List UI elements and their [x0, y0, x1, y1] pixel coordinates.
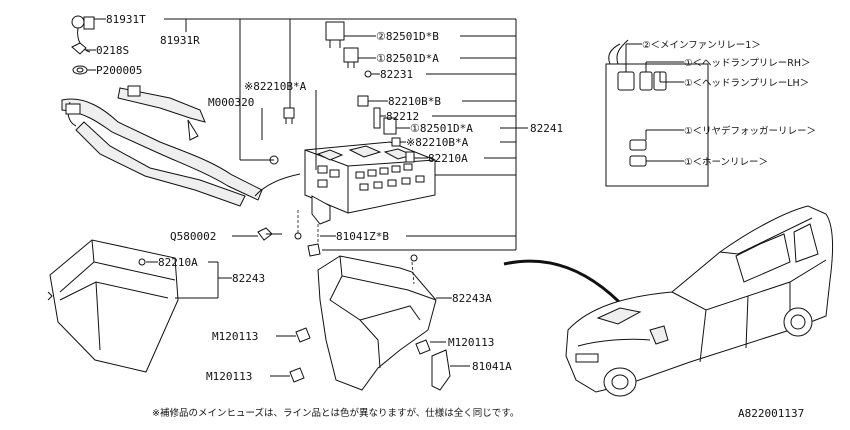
- legend-rear-defog: ①＜リヤデフォッガーリレー＞: [684, 125, 816, 137]
- label-p200005: P200005: [96, 64, 142, 77]
- label-82241: 82241: [530, 122, 563, 135]
- relay-legend-box: [605, 39, 709, 187]
- label-m000320: M000320: [208, 96, 254, 109]
- label-82210A-top: 82210A: [428, 152, 468, 165]
- label-81931R: 81931R: [160, 34, 200, 47]
- label-m120113-c: M120113: [206, 370, 252, 383]
- lower-bracket: [270, 254, 470, 391]
- footnote: ※補修品のメインヒューズは、ライン品とは色が異なりますが、仕様は全く同じです。: [152, 407, 519, 419]
- label-82501DB: ②82501D*B: [376, 30, 439, 43]
- label-82243: 82243: [232, 272, 265, 285]
- label-82210A-bot: 82210A: [158, 256, 198, 269]
- leader-lines: [86, 18, 528, 251]
- label-81041A: 81041A: [472, 360, 512, 373]
- fuse-box-cover: [47, 239, 232, 373]
- label-82210BB: 82210B*B: [388, 95, 441, 108]
- label-82212: 82212: [386, 110, 419, 123]
- legend-head-lh: ①＜ヘッドランプリレーLH＞: [684, 78, 809, 89]
- label-82231: 82231: [380, 68, 413, 81]
- label-m120113-b: M120113: [448, 336, 494, 349]
- car-illustration: [503, 205, 834, 397]
- part-labels: 81931T 81931R 0218S P200005 M000320 ※822…: [96, 13, 563, 383]
- label-81931T: 81931T: [106, 13, 146, 26]
- label-82501DA-mid: ①82501D*A: [410, 122, 473, 135]
- diagram-code: A822001137: [738, 407, 804, 420]
- legend-horn: ①＜ホーンリレー＞: [684, 157, 768, 168]
- relays: [257, 21, 415, 257]
- label-82243A: 82243A: [452, 292, 492, 305]
- label-82210BA-mid: ※82210B*A: [406, 136, 469, 149]
- wiring-harness: [61, 15, 301, 207]
- legend-main-fan: ②＜メインファンリレー1＞: [642, 40, 761, 51]
- fuse-box: [297, 141, 436, 245]
- label-82501DA-top: ①82501D*A: [376, 52, 439, 65]
- label-81041ZB: 81041Z*B: [336, 230, 389, 243]
- label-0218S: 0218S: [96, 44, 129, 57]
- legend-head-rh: ①＜ヘッドランプリレーRH＞: [684, 58, 810, 69]
- label-82210BA-note: ※82210B*A: [244, 80, 307, 93]
- relay-legend-labels: ②＜メインファンリレー1＞ ①＜ヘッドランプリレーRH＞ ①＜ヘッドランプリレー…: [642, 40, 816, 168]
- label-q580002: Q580002: [170, 230, 216, 243]
- label-m120113-a: M120113: [212, 330, 258, 343]
